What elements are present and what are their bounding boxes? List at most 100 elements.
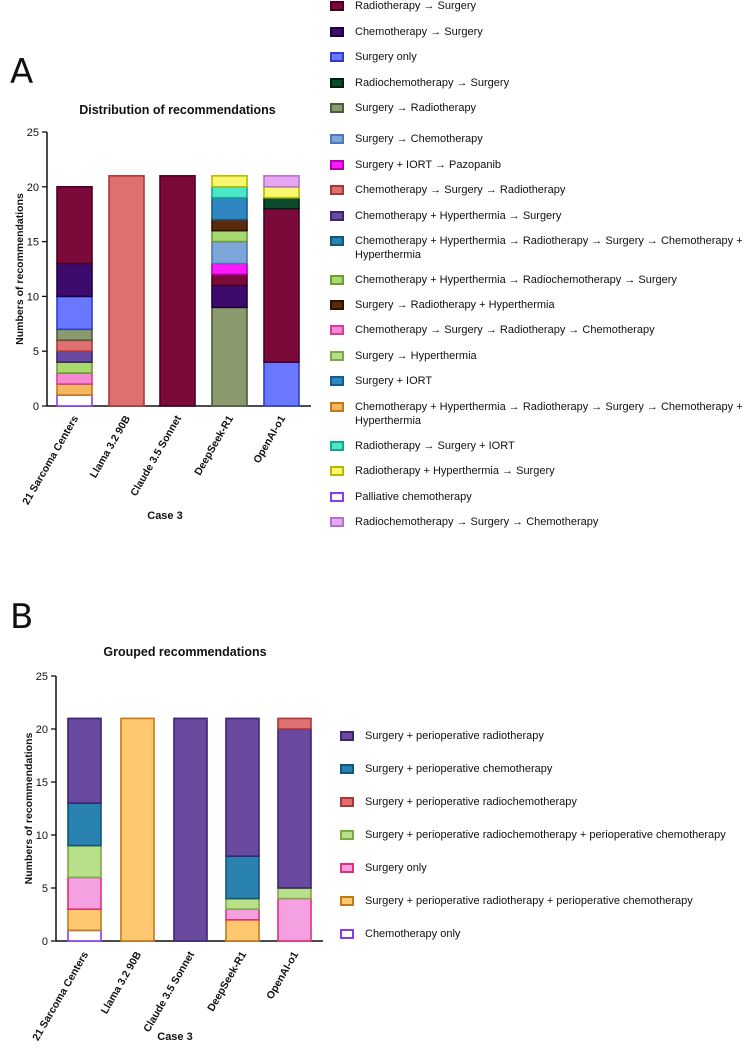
bar-segment bbox=[263, 207, 300, 363]
y-tick-label: 5 bbox=[33, 346, 39, 358]
bar-segment bbox=[211, 240, 248, 265]
bar-segment bbox=[225, 908, 260, 921]
legend-label: Surgery → Hyperthermia bbox=[355, 350, 477, 362]
legend-label: Chemotherapy + Hyperthermia → Radiothera… bbox=[355, 401, 743, 427]
bar-segment bbox=[159, 175, 196, 407]
legend-label: Radiotherapy → Surgery bbox=[355, 0, 477, 12]
y-tick-label: 10 bbox=[36, 830, 48, 842]
legend-swatch bbox=[330, 211, 344, 221]
bar-segment bbox=[277, 897, 312, 942]
legend-label: Surgery + perioperative radiotherapy bbox=[365, 730, 544, 742]
legend-swatch bbox=[330, 325, 344, 335]
legend-label: Surgery → Radiotherapy + Hyperthermia bbox=[355, 299, 555, 311]
legend-swatch bbox=[330, 52, 344, 62]
legend-label: Chemotherapy → Surgery → Radiotherapy → … bbox=[355, 324, 655, 336]
legend-swatch bbox=[330, 441, 344, 451]
x-tick-label: 21 Sarcoma Centers bbox=[20, 413, 81, 507]
bar-segment bbox=[56, 262, 93, 298]
bar-segment bbox=[120, 717, 155, 942]
y-tick-label: 0 bbox=[42, 936, 48, 948]
legend-label: Chemotherapy + Hyperthermia → Radiochemo… bbox=[355, 274, 677, 286]
legend-swatch bbox=[330, 402, 344, 412]
bar-segment bbox=[225, 897, 260, 911]
legend-label: Chemotherapy + Hyperthermia → Radiothera… bbox=[355, 235, 743, 261]
bar-segment bbox=[67, 876, 102, 910]
legend-label: Surgery + perioperative radiochemotherap… bbox=[365, 796, 577, 808]
bar-segment bbox=[56, 186, 93, 265]
y-tick-label: 15 bbox=[27, 237, 39, 249]
bar-segment bbox=[173, 717, 208, 942]
y-tick-label: 0 bbox=[33, 401, 39, 413]
legend-label: Surgery + perioperative chemotherapy bbox=[365, 763, 553, 775]
panel-a-title: Distribution of recommendations bbox=[79, 103, 276, 117]
bar-segment bbox=[67, 717, 102, 804]
bar-segment bbox=[108, 175, 145, 407]
bar-segment bbox=[67, 802, 102, 847]
legend-label: Chemotherapy → Surgery → Radiotherapy bbox=[355, 184, 566, 196]
bar-segment bbox=[56, 383, 93, 396]
bar-segment bbox=[211, 175, 248, 188]
legend-label: Chemotherapy → Surgery bbox=[355, 26, 483, 38]
x-tick-label: DeepSeek-R1 bbox=[205, 949, 249, 1013]
bar-segment bbox=[56, 361, 93, 374]
x-tick-label: Llama 3.2 90B bbox=[88, 413, 134, 480]
legend-swatch bbox=[330, 236, 344, 246]
legend-label: Radiotherapy → Surgery + IORT bbox=[355, 440, 515, 452]
legend-label: Surgery + perioperative radiotherapy + p… bbox=[365, 895, 693, 907]
bar-segment bbox=[263, 196, 300, 210]
legend-label: Radiochemotherapy → Surgery bbox=[355, 77, 510, 89]
bar-segment bbox=[225, 855, 260, 900]
bar-segment bbox=[56, 328, 93, 342]
legend-label: Radiochemotherapy → Surgery → Chemothera… bbox=[355, 516, 599, 528]
bar-segment bbox=[67, 844, 102, 879]
legend-label: Surgery only bbox=[365, 862, 427, 874]
legend-swatch bbox=[340, 731, 354, 741]
bar-segment bbox=[56, 339, 93, 352]
y-axis-label: Numbers of recommendations bbox=[14, 193, 26, 345]
legend-swatch bbox=[330, 275, 344, 285]
y-tick-label: 10 bbox=[27, 291, 39, 303]
y-tick-label: 20 bbox=[27, 182, 39, 194]
legend-label: Surgery → Radiotherapy bbox=[355, 102, 477, 114]
bar-segment bbox=[56, 350, 93, 363]
bar-segment bbox=[225, 717, 260, 857]
bar-segment bbox=[56, 295, 93, 331]
legend-label: Surgery only bbox=[355, 51, 417, 63]
bar-segment bbox=[211, 273, 248, 287]
bar-segment bbox=[67, 929, 102, 942]
legend-label: Surgery + IORT bbox=[355, 375, 433, 387]
bar-segment bbox=[211, 262, 248, 276]
legend-swatch bbox=[340, 929, 354, 939]
bar-segment bbox=[56, 394, 93, 407]
bar-segment bbox=[225, 918, 260, 942]
y-tick-label: 5 bbox=[42, 883, 48, 895]
legend-label: Surgery → Chemotherapy bbox=[355, 133, 483, 145]
legend-swatch bbox=[330, 376, 344, 386]
x-tick-label: Claude 3.5 Sonnet bbox=[141, 949, 197, 1034]
bar-segment bbox=[211, 186, 248, 199]
legend-label: Palliative chemotherapy bbox=[355, 491, 472, 503]
legend-swatch bbox=[330, 27, 344, 37]
panel-b-title: Grouped recommendations bbox=[103, 645, 267, 659]
legend-swatch bbox=[330, 185, 344, 195]
legend-swatch bbox=[330, 492, 344, 502]
legend-swatch bbox=[330, 160, 344, 170]
panel-a-xlabel: Case 3 bbox=[147, 510, 183, 522]
bar-segment bbox=[277, 887, 312, 900]
legend-swatch bbox=[340, 764, 354, 774]
legend-label: Chemotherapy + Hyperthermia → Surgery bbox=[355, 210, 562, 222]
bar-segment bbox=[263, 175, 300, 188]
x-tick-label: OpenAI-o1 bbox=[264, 949, 301, 1001]
y-axis-label: Numbers of recommendations bbox=[23, 732, 35, 884]
legend-swatch bbox=[340, 896, 354, 906]
legend-swatch bbox=[330, 78, 344, 88]
bar-segment bbox=[211, 306, 248, 407]
legend-label: Chemotherapy only bbox=[365, 928, 461, 940]
panel-a-letter: A bbox=[10, 52, 34, 92]
bar-segment bbox=[211, 218, 248, 232]
bar-segment bbox=[277, 728, 312, 889]
